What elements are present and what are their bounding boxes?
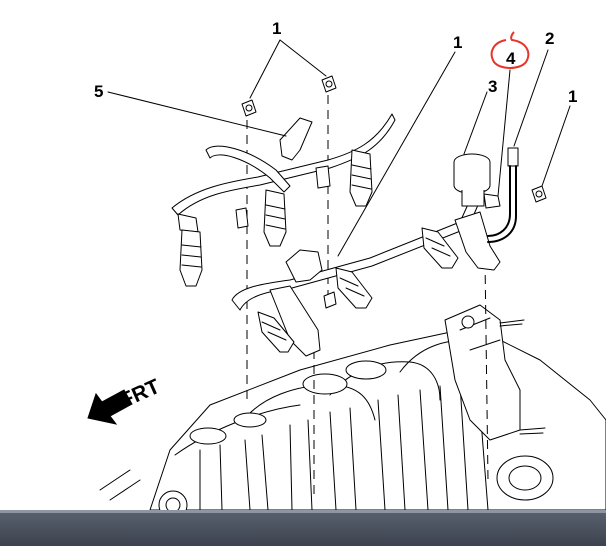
- bottom-bar-edge: [0, 510, 606, 513]
- callout-2: 2: [545, 29, 554, 48]
- pressure-regulator: [453, 153, 501, 209]
- front-injectors: [257, 227, 459, 353]
- bottom-bar: [0, 510, 606, 546]
- callout-1-mid: 1: [453, 33, 462, 52]
- intake-manifold: [99, 304, 606, 520]
- rear-injectors: [179, 149, 373, 287]
- front-fuel-rail: [231, 199, 501, 357]
- mounting-guide-lines: [246, 95, 489, 500]
- callout-1-top: 1: [272, 19, 281, 38]
- callout-4: 4: [506, 49, 516, 68]
- callout-3: 3: [488, 77, 497, 96]
- front-direction-indicator: FRT: [87, 375, 164, 425]
- leader-lines: [107, 39, 571, 257]
- highlight-circle: [490, 31, 530, 69]
- fuel-line: [487, 147, 519, 243]
- mounting-bolts: [241, 75, 547, 309]
- rear-fuel-rail: [171, 113, 396, 287]
- callout-5: 5: [94, 82, 103, 101]
- callout-1-right: 1: [568, 87, 577, 106]
- direction-label: FRT: [117, 375, 164, 413]
- front-arrow-icon: [87, 389, 133, 425]
